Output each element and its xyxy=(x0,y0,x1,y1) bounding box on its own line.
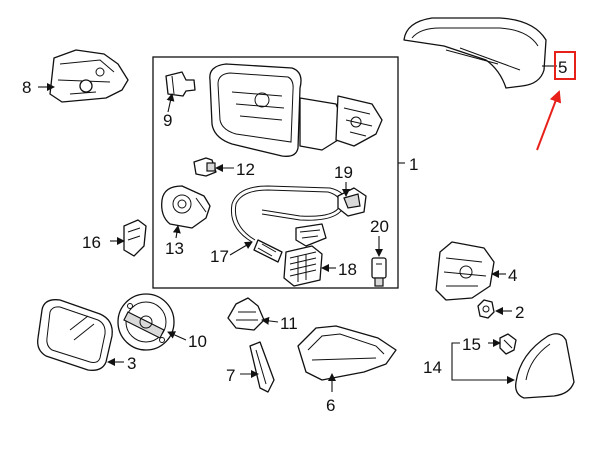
part-5-mirror-cover xyxy=(403,17,547,89)
callout-15: 15 xyxy=(462,335,481,354)
part-20-plug xyxy=(371,257,387,287)
part-10-actuator xyxy=(117,293,175,351)
callout-18: 18 xyxy=(338,260,357,279)
callout-3: 3 xyxy=(127,354,136,373)
callout-labels: 1 2 3 4 5 6 7 8 9 10 11 12 13 14 15 16 1… xyxy=(22,58,567,415)
callout-20: 20 xyxy=(370,217,389,236)
part-mirror-housing-assembly xyxy=(209,63,383,157)
part-13-motor xyxy=(161,185,211,229)
part-19-connector xyxy=(337,187,367,217)
callout-4: 4 xyxy=(508,266,517,285)
part-15-screw xyxy=(499,333,517,355)
part-3-mirror-glass xyxy=(37,299,113,371)
part-14-signal-lens xyxy=(515,333,575,399)
callout-10: 10 xyxy=(188,332,207,351)
part-9-bulb xyxy=(165,71,196,97)
part-2-nut xyxy=(477,299,495,319)
part-4-lamp-housing xyxy=(435,241,495,301)
part-7-trim-strip xyxy=(249,341,275,393)
callout-9: 9 xyxy=(163,111,172,130)
part-12-socket xyxy=(193,157,217,177)
callout-8: 8 xyxy=(22,78,31,97)
callout-5: 5 xyxy=(558,58,567,77)
callout-13: 13 xyxy=(165,239,184,258)
leader-lines xyxy=(38,65,557,392)
callout-7: 7 xyxy=(226,366,235,385)
callout-16: 16 xyxy=(82,233,101,252)
part-6-lower-cover xyxy=(297,325,397,381)
part-17-wiring-harness xyxy=(230,185,346,263)
callout-17: 17 xyxy=(210,247,229,266)
part-8-bracket xyxy=(49,49,129,103)
callout-2: 2 xyxy=(515,303,524,322)
assembly-outline-box xyxy=(152,56,399,289)
callout-6: 6 xyxy=(326,396,335,415)
callout-11: 11 xyxy=(280,314,298,333)
part-16-clip xyxy=(123,219,147,257)
callout-12: 12 xyxy=(236,160,255,179)
highlight-callout-5 xyxy=(536,51,576,151)
callout-19: 19 xyxy=(334,163,353,182)
part-11-lamp xyxy=(227,297,265,331)
callout-1: 1 xyxy=(409,155,418,174)
callout-14: 14 xyxy=(423,358,442,377)
part-18-connector-block xyxy=(283,245,323,287)
